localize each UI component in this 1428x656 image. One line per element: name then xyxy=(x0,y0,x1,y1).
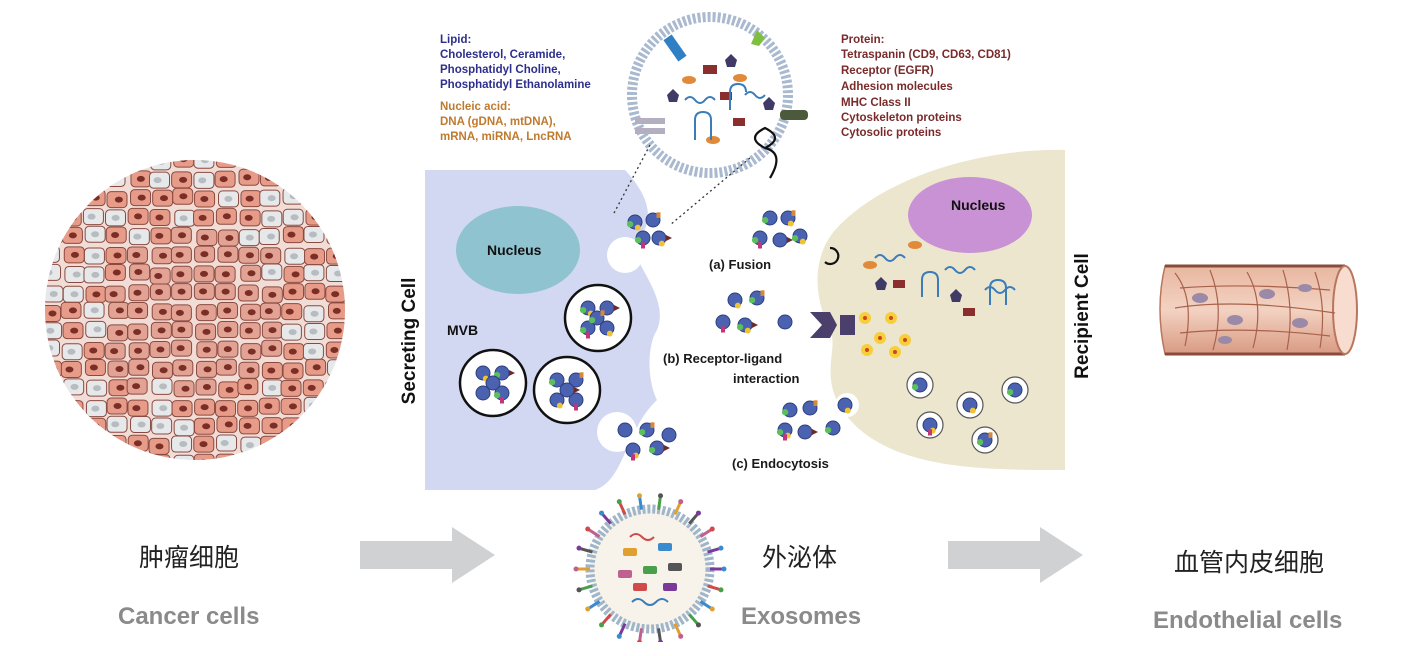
lipid-line-2: Phosphatidyl Choline, xyxy=(440,64,561,76)
cancer-cell-cluster-illustration xyxy=(45,160,345,460)
endothelial-vessel-illustration xyxy=(1159,264,1358,356)
exosomes-en-label: Exosomes xyxy=(741,603,862,630)
lipid-line-3: Phosphatidyl Ethanolamine xyxy=(440,79,591,91)
protein-heading: Protein: xyxy=(841,34,885,46)
protein-line-1: Tetraspanin (CD9, CD63, CD81) xyxy=(841,49,1011,61)
exosome-pathway-diagram xyxy=(425,12,1065,490)
recipient-nucleus-label: Nucleus xyxy=(951,197,1006,213)
secreting-nucleus xyxy=(456,206,580,294)
receptor-ligand-label: (b) Receptor-ligand xyxy=(663,351,783,366)
fusion-label: (a) Fusion xyxy=(709,257,772,272)
cancer-cells-en-label: Cancer cells xyxy=(118,603,260,630)
recipient-cell-label: Recipient Cell xyxy=(1072,253,1093,379)
protein-line-6: Cytosolic proteins xyxy=(841,127,942,139)
nucleic-acid-line-2: mRNA, miRNA, LncRNA xyxy=(440,131,572,143)
endothelial-cells-en-label: Endothelial cells xyxy=(1153,607,1343,634)
endothelial-cells-cn-label: 血管内皮细胞 xyxy=(1174,548,1325,577)
arrow-cancer-to-exosome xyxy=(360,527,495,583)
protein-line-3: Adhesion molecules xyxy=(841,81,953,93)
nucleic-acid-heading: Nucleic acid: xyxy=(440,101,511,113)
cancer-cells-cn-label: 肿瘤细胞 xyxy=(139,543,240,572)
secreting-cell-label: Secreting Cell xyxy=(399,277,420,405)
mvb-label: MVB xyxy=(447,322,479,338)
lipid-line-1: Cholesterol, Ceramide, xyxy=(440,49,566,61)
protein-line-4: MHC Class II xyxy=(841,97,911,109)
nucleic-acid-line-1: DNA (gDNA, mtDNA), xyxy=(440,116,556,128)
receptor-shape xyxy=(810,312,855,338)
protein-line-5: Cytoskeleton proteins xyxy=(841,112,962,124)
exosome-cross-section xyxy=(627,12,793,178)
arrow-exosome-to-endothelial xyxy=(948,527,1083,583)
interaction-label: interaction xyxy=(733,371,800,386)
exosomes-cn-label: 外泌体 xyxy=(762,543,838,572)
endocytosis-label: (c) Endocytosis xyxy=(732,456,829,471)
lipid-heading: Lipid: xyxy=(440,34,472,46)
recipient-nucleus xyxy=(908,177,1032,253)
protein-line-2: Receptor (EGFR) xyxy=(841,65,934,77)
exosome-illustration xyxy=(573,493,727,642)
secreting-nucleus-label: Nucleus xyxy=(487,242,542,258)
